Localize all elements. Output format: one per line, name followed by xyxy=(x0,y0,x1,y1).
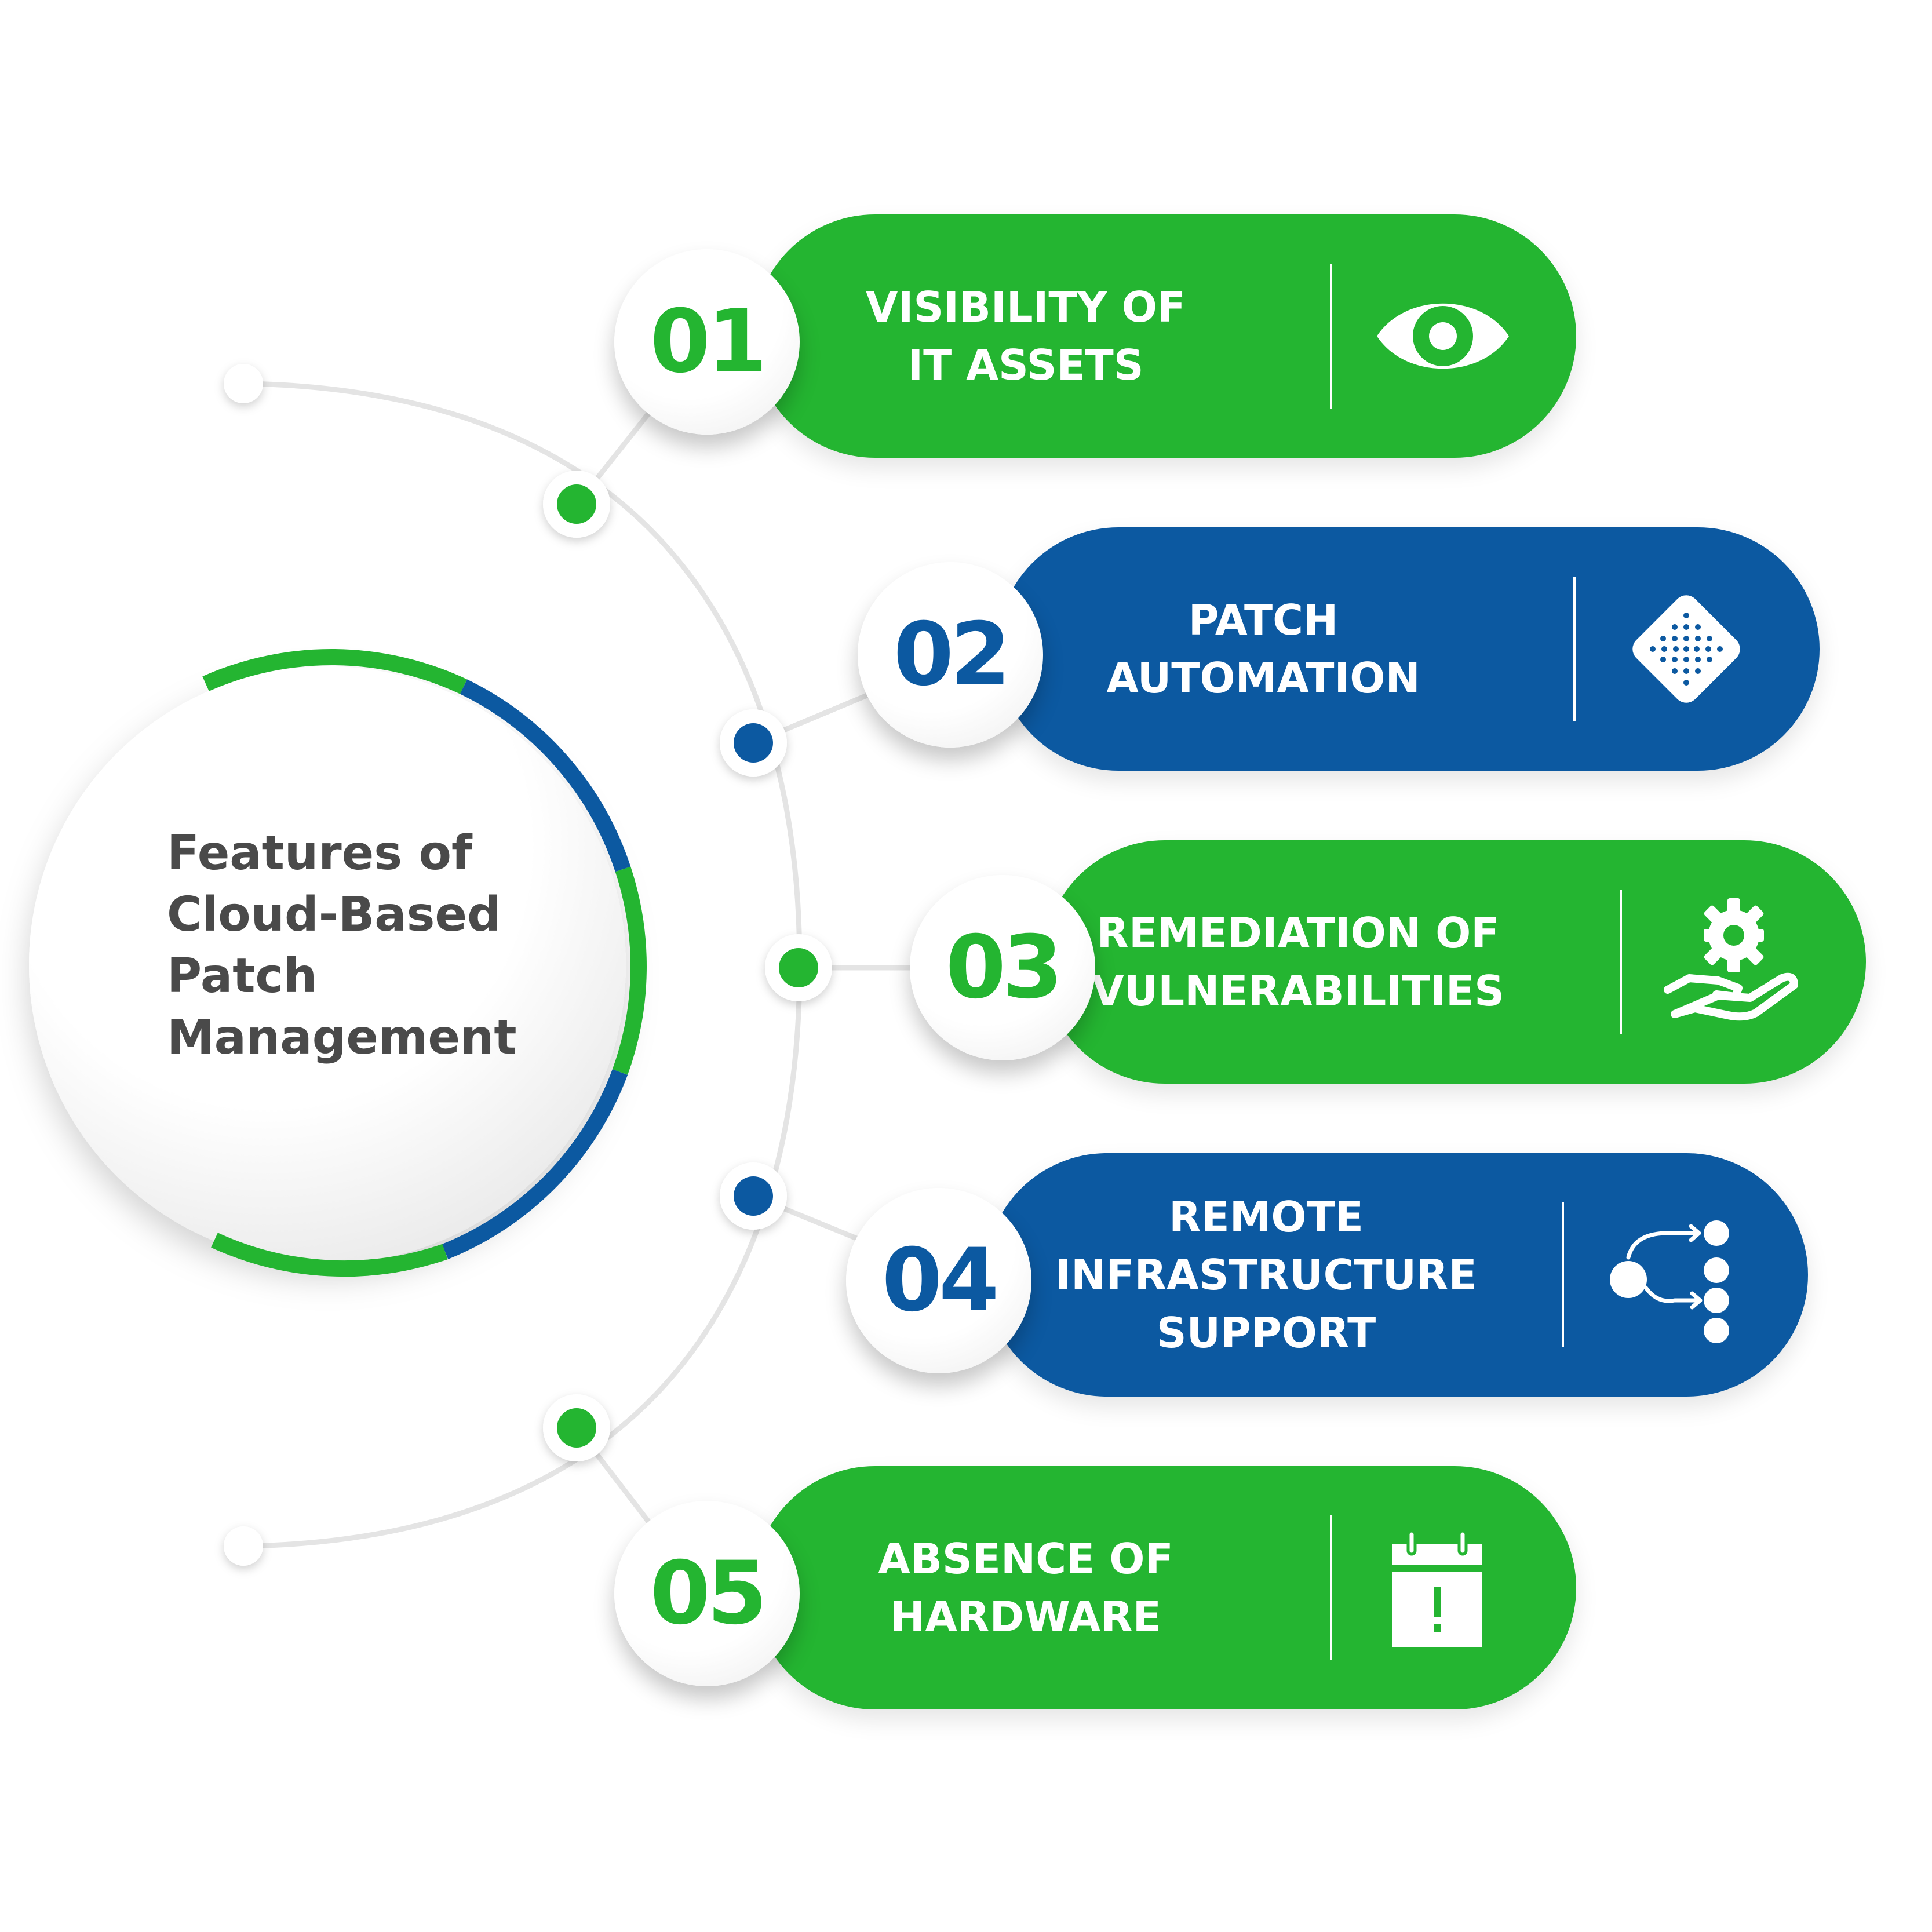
divider xyxy=(1573,577,1576,721)
feature-card-04: REMOTE INFRASTRUCTURE SUPPORT xyxy=(985,1153,1808,1397)
arc-dot-05 xyxy=(543,1394,610,1461)
feature-label-line: INFRASTRUCTURE xyxy=(1055,1251,1477,1299)
hub-circle xyxy=(29,666,626,1263)
arc-dot-01 xyxy=(543,471,610,538)
arc-dot-04 xyxy=(720,1162,787,1230)
title-line: Patch xyxy=(167,949,318,1004)
feature-label-line: ABSENCE OF xyxy=(878,1534,1173,1583)
feature-label-line: REMOTE xyxy=(1169,1193,1364,1241)
feature-number: 05 xyxy=(650,1543,768,1644)
feature-label-line: SUPPORT xyxy=(1156,1308,1376,1357)
title-line: Features of xyxy=(167,826,472,881)
feature-label: REMOTE INFRASTRUCTURE SUPPORT xyxy=(1043,1153,1489,1397)
title-line: Cloud-Based xyxy=(167,887,501,942)
feature-label: REMEDIATION OF VULNERABILITIES xyxy=(1075,840,1521,1084)
feature-number-badge: 02 xyxy=(858,562,1043,748)
feature-label-line: VISIBILITY OF xyxy=(865,283,1186,331)
feature-label-line: IT ASSETS xyxy=(907,341,1144,389)
feature-label-line: PATCH xyxy=(1188,596,1339,644)
feature-number: 02 xyxy=(893,604,1011,705)
feature-number: 04 xyxy=(881,1230,1000,1331)
feature-number-badge: 01 xyxy=(614,249,800,435)
feature-label-line: VULNERABILITIES xyxy=(1092,967,1504,1015)
arc-end-node xyxy=(224,364,263,403)
hub-ring xyxy=(202,649,647,1277)
divider xyxy=(1562,1202,1564,1347)
feature-label: VISIBILITY OF IT ASSETS xyxy=(823,214,1229,458)
feature-label-line: AUTOMATION xyxy=(1106,654,1420,702)
divider xyxy=(1620,890,1622,1034)
feature-number: 01 xyxy=(650,291,768,392)
feature-number: 03 xyxy=(945,917,1063,1018)
page-title: Features of Cloud-Based Patch Management xyxy=(167,823,596,1069)
network-icon xyxy=(1610,1220,1729,1343)
feature-number-badge: 03 xyxy=(910,875,1095,1060)
divider xyxy=(1330,264,1332,409)
eye-icon xyxy=(1377,303,1509,369)
feature-card-01: VISIBILITY OF IT ASSETS xyxy=(753,214,1576,458)
calendar-alert-icon xyxy=(1392,1529,1482,1647)
feature-card-03: REMEDIATION OF VULNERABILITIES xyxy=(1043,840,1866,1084)
patch-icon xyxy=(1632,595,1740,703)
feature-label: PATCH AUTOMATION xyxy=(1060,527,1466,771)
feature-card-05: ABSENCE OF HARDWARE xyxy=(753,1466,1576,1709)
feature-number-badge: 05 xyxy=(614,1501,800,1686)
feature-card-02: PATCH AUTOMATION xyxy=(997,527,1820,771)
spokes xyxy=(574,404,927,1532)
gear-hand-icon xyxy=(1664,898,1798,1021)
divider xyxy=(1330,1515,1332,1660)
feature-label: ABSENCE OF HARDWARE xyxy=(823,1466,1229,1709)
arc-end-node xyxy=(224,1526,263,1566)
arc-dot-02 xyxy=(720,709,787,777)
arc-dot-03 xyxy=(765,934,832,1001)
feature-label-line: HARDWARE xyxy=(890,1592,1161,1641)
feature-number-badge: 04 xyxy=(846,1188,1031,1373)
feature-label-line: REMEDIATION OF xyxy=(1096,909,1500,957)
title-line: Management xyxy=(167,1010,517,1065)
